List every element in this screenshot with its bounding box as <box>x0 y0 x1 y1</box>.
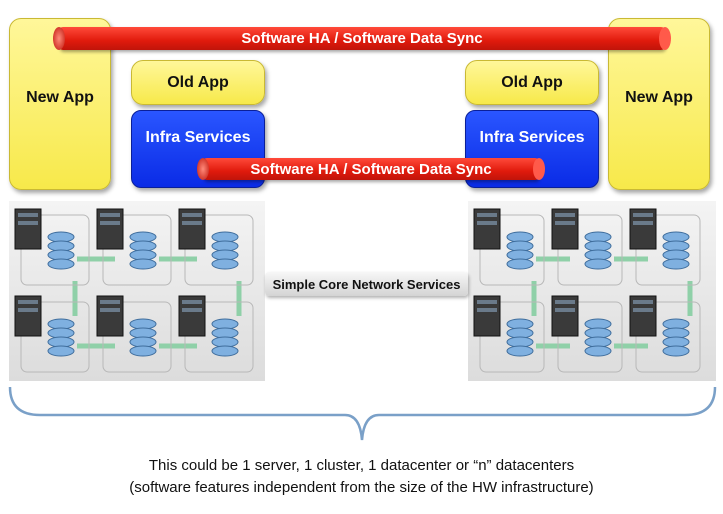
right-cluster-graphic <box>473 208 701 373</box>
server-slot <box>182 308 202 312</box>
left-new-app-label: New App <box>26 89 94 106</box>
left-cluster-graphic <box>14 208 254 373</box>
scope-brace <box>8 386 717 441</box>
database-stack-icon <box>506 258 534 270</box>
right-cluster-grid <box>473 208 701 373</box>
server-slot <box>100 300 120 304</box>
server-slot <box>477 221 497 225</box>
server-slot <box>633 213 653 217</box>
left-infra-services-label: Infra Services <box>145 129 251 146</box>
database-stack-icon <box>584 345 612 357</box>
cluster-node-frame <box>635 214 701 286</box>
network-services-bar: Simple Core Network Services <box>265 272 468 296</box>
server-slot <box>18 308 38 312</box>
cluster-node-frame <box>557 301 623 373</box>
cluster-node-frame <box>102 301 172 373</box>
server-slot <box>18 300 38 304</box>
server-slot <box>18 221 38 225</box>
brace-path <box>8 386 717 441</box>
server-slot <box>182 221 202 225</box>
server-slot <box>555 213 575 217</box>
database-stack-icon <box>129 345 157 357</box>
server-slot <box>100 213 120 217</box>
cluster-node-frame <box>479 214 545 286</box>
right-infra-services-label: Infra Services <box>479 129 585 146</box>
cluster-node-frame <box>557 214 623 286</box>
server-slot <box>18 213 38 217</box>
left-cluster-grid <box>14 208 254 373</box>
server-slot <box>555 308 575 312</box>
caption-line-1: This could be 1 server, 1 cluster, 1 dat… <box>148 457 575 474</box>
infra-sync-bar: Software HA / Software Data Sync <box>197 158 545 180</box>
infra-sync-bar-label: Software HA / Software Data Sync <box>250 160 492 178</box>
database-stack-icon <box>211 345 239 357</box>
left-cluster-panel <box>9 201 265 381</box>
server-slot <box>477 213 497 217</box>
left-old-app-box: Old App <box>131 60 265 105</box>
top-sync-bar: Software HA / Software Data Sync <box>53 27 671 50</box>
right-new-app-label: New App <box>625 89 693 106</box>
cluster-node-frame <box>20 301 90 373</box>
right-old-app-box: Old App <box>465 60 599 105</box>
server-slot <box>633 308 653 312</box>
caption-line-2: (software features independent from the … <box>129 479 594 496</box>
server-slot <box>633 300 653 304</box>
database-stack-icon <box>211 258 239 270</box>
server-slot <box>100 308 120 312</box>
cluster-node-frame <box>479 301 545 373</box>
database-stack-icon <box>47 345 75 357</box>
server-slot <box>477 308 497 312</box>
server-slot <box>100 221 120 225</box>
server-slot <box>477 300 497 304</box>
cluster-node-frame <box>20 214 90 286</box>
database-stack-icon <box>584 258 612 270</box>
cluster-node-frame <box>635 301 701 373</box>
database-stack-icon <box>662 258 690 270</box>
database-stack-icon <box>662 345 690 357</box>
right-old-app-label: Old App <box>501 73 563 91</box>
server-slot <box>182 300 202 304</box>
database-stack-icon <box>129 258 157 270</box>
database-stack-icon <box>506 345 534 357</box>
left-old-app-label: Old App <box>167 73 229 91</box>
cluster-node-frame <box>184 214 254 286</box>
network-services-label: Simple Core Network Services <box>272 276 461 292</box>
top-sync-bar-label: Software HA / Software Data Sync <box>241 30 483 47</box>
cluster-node-frame <box>102 214 172 286</box>
server-slot <box>555 300 575 304</box>
server-slot <box>555 221 575 225</box>
server-slot <box>182 213 202 217</box>
server-slot <box>633 221 653 225</box>
database-stack-icon <box>47 258 75 270</box>
right-cluster-panel <box>468 201 716 381</box>
cluster-node-frame <box>184 301 254 373</box>
